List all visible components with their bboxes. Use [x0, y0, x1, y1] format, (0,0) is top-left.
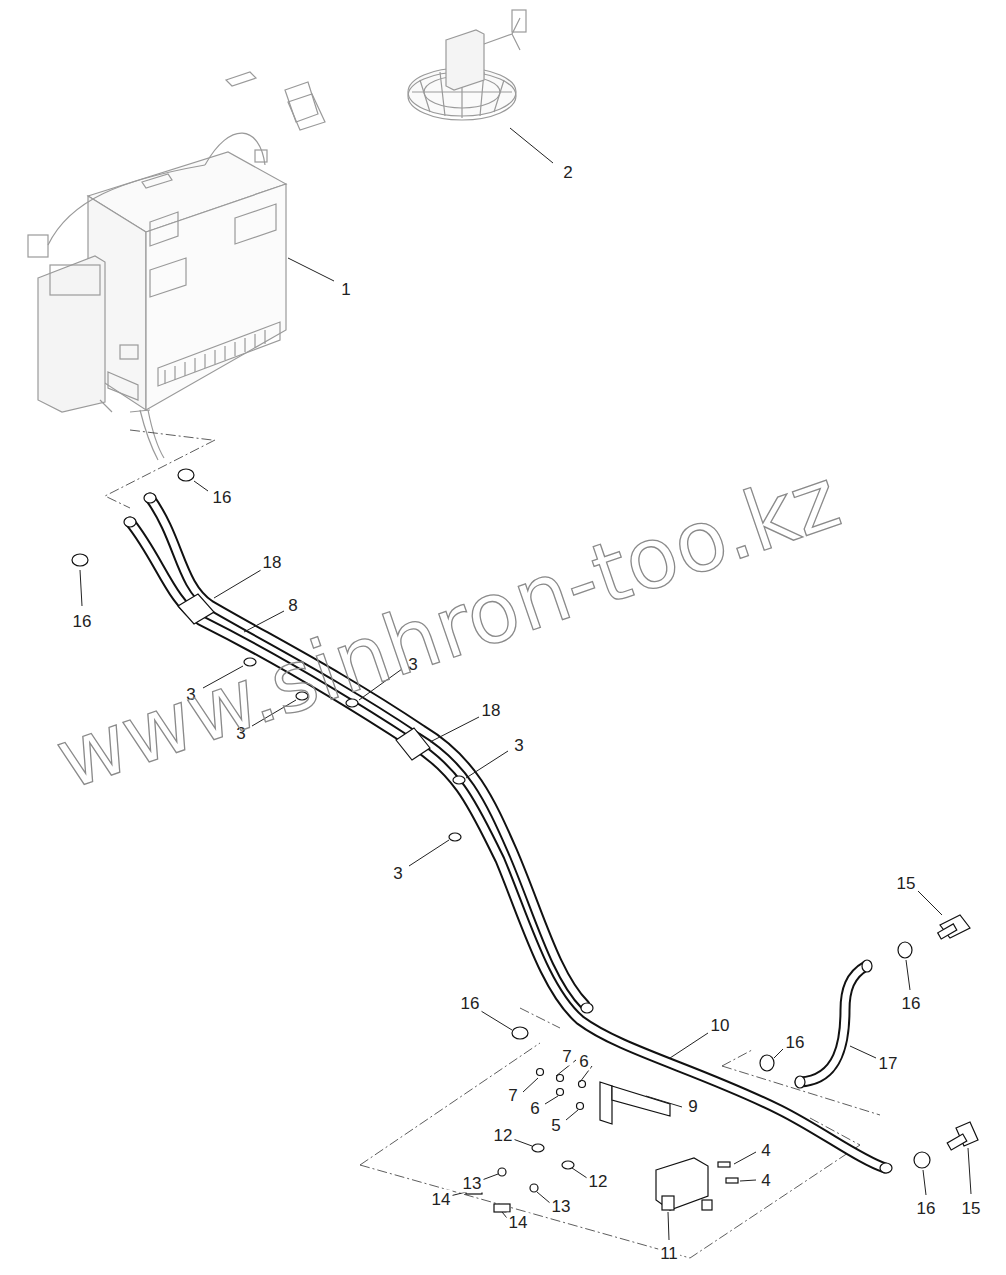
callout-number: 7: [560, 1047, 573, 1066]
callout-number: 10: [709, 1016, 732, 1035]
callout-number: 4: [759, 1171, 772, 1190]
callout-number: 14: [507, 1213, 530, 1232]
callout-number: 16: [211, 488, 234, 507]
callout-number: 18: [480, 701, 503, 720]
fan-unit: [408, 10, 526, 120]
callout-number: 6: [528, 1099, 541, 1118]
callout-number: 16: [71, 612, 94, 631]
callout-number: 11: [658, 1244, 680, 1263]
callout-number: 9: [686, 1097, 699, 1116]
callout-number: 8: [286, 596, 299, 615]
callout-number: 16: [915, 1199, 938, 1218]
callout-number: 16: [459, 994, 482, 1013]
callout-number: 3: [512, 736, 525, 755]
callout-number: 5: [549, 1116, 562, 1135]
callout-number: 13: [550, 1197, 573, 1216]
callout-number: 15: [895, 874, 918, 893]
callout-number: 6: [577, 1052, 590, 1071]
callout-number: 13: [461, 1174, 484, 1193]
callout-number: 2: [561, 163, 574, 182]
callout-number: 15: [960, 1199, 983, 1218]
callout-number: 16: [900, 994, 923, 1013]
callout-number: 16: [784, 1033, 807, 1052]
callout-number: 18: [261, 553, 284, 572]
callout-number: 12: [492, 1126, 515, 1145]
callout-number: 14: [430, 1190, 453, 1209]
heater-unit: [28, 72, 325, 460]
callout-number: 7: [506, 1086, 519, 1105]
callout-number: 4: [759, 1141, 772, 1160]
callout-number: 1: [339, 280, 352, 299]
callout-number: 12: [587, 1172, 610, 1191]
callout-number: 17: [877, 1054, 900, 1073]
callout-number: 3: [391, 864, 404, 883]
